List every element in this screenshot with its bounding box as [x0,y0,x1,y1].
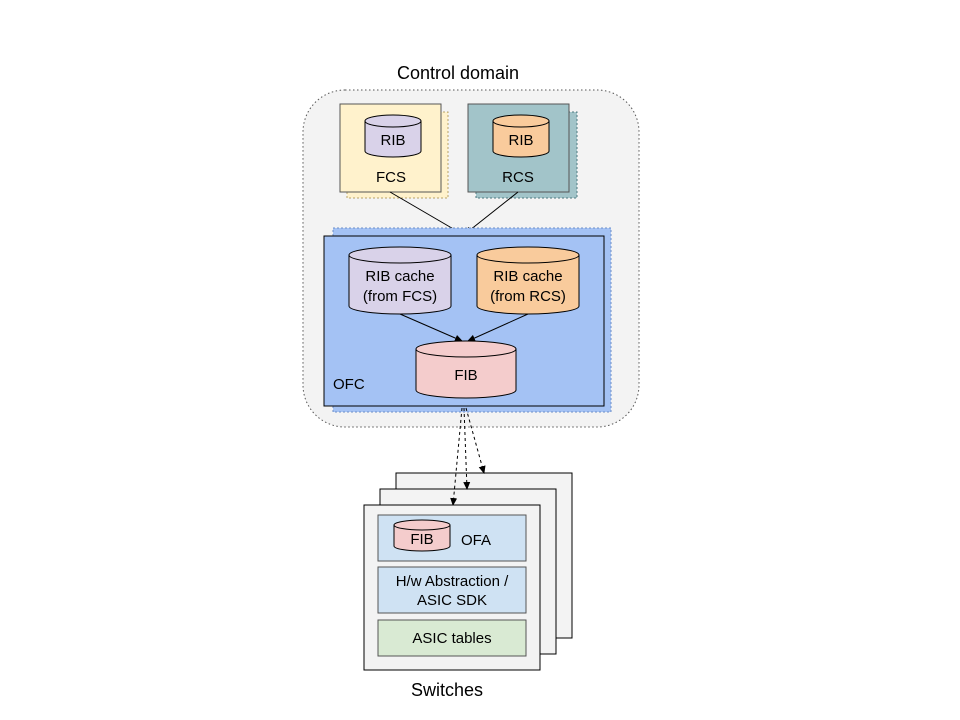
ofc-fib-database: FIB [415,340,517,399]
rib-cache-rcs-line2: (from RCS) [490,288,566,305]
fcs-label: FCS [376,169,406,186]
hw-abstraction-line1: H/w Abstraction / [396,573,509,590]
arrow-fcs-to-ofc [389,191,463,235]
rib-cache-rcs-database: RIB cache (from RCS) [476,246,580,315]
ofa-fib-label: FIB [410,531,433,548]
rcs-rib-database: RIB [492,114,550,158]
switches-title: Switches [411,680,483,700]
fcs-rib-label: RIB [380,132,405,149]
asic-tables-label: ASIC tables [412,630,491,647]
arrow-rib-cache-fcs-to-fib [399,313,463,342]
dashed-arrow-to-switch-middle [463,407,471,490]
dashed-arrow-to-switch-front [450,407,463,506]
rib-cache-rcs-line1: RIB cache [493,268,562,285]
rib-cache-fcs-line1: RIB cache [365,268,434,285]
ofc-label: OFC [333,376,365,393]
rcs-label: RCS [502,169,534,186]
hw-abstraction-layer [377,566,527,614]
ofa-label: OFA [461,532,491,549]
arrow-rib-cache-rcs-to-fib [467,313,529,342]
asic-tables-layer [377,619,527,657]
ofa-fib-database: FIB [393,519,451,552]
ofc-fib-label: FIB [454,367,477,384]
rib-cache-fcs-line2: (from FCS) [363,288,437,305]
fcs-rib-database: RIB [364,114,422,158]
control-domain-title: Control domain [397,63,519,83]
rib-cache-fcs-database: RIB cache (from FCS) [348,246,452,315]
dashed-arrow-to-switch-back [465,407,486,474]
arrow-rcs-to-ofc [464,191,519,235]
rcs-rib-label: RIB [508,132,533,149]
hw-abstraction-line2: ASIC SDK [417,592,487,609]
